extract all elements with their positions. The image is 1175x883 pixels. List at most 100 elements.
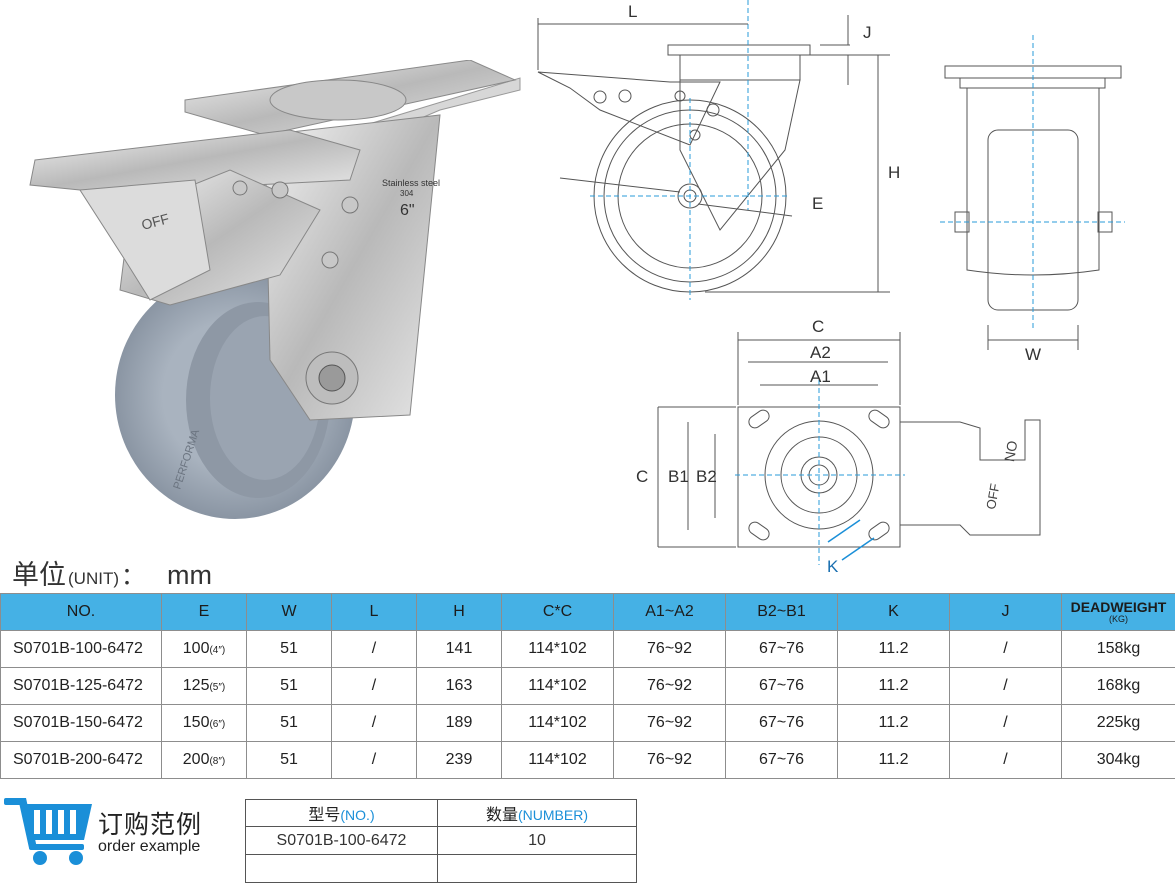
- cell-w: 51: [247, 631, 332, 668]
- table-row: S0701B-150-6472 150(6″) 51 / 189 114*102…: [1, 705, 1175, 742]
- cell-deadweight: 158kg: [1062, 631, 1175, 668]
- photo-size-text: 6": [400, 202, 415, 219]
- order-col-model-header: 型号(NO.): [246, 800, 438, 827]
- cell-no: S0701B-100-6472: [1, 631, 162, 668]
- cell-l: /: [332, 742, 417, 779]
- cell-j: /: [950, 742, 1062, 779]
- cell-k: 11.2: [838, 631, 950, 668]
- dim-label-B1: B1: [668, 467, 689, 486]
- dim-label-H: H: [888, 163, 900, 182]
- order-example-title-en: order example: [98, 838, 200, 856]
- cell-h: 141: [417, 631, 502, 668]
- cell-e: 100(4″): [162, 631, 247, 668]
- order-col-model-cn: 型号: [308, 807, 340, 824]
- order-empty-row: [246, 855, 637, 883]
- order-col-quantity-cn: 数量: [486, 807, 518, 824]
- dim-label-A2: A2: [810, 343, 831, 362]
- cell-h: 163: [417, 668, 502, 705]
- dim-label-A1: A1: [810, 367, 831, 386]
- cell-a: 76~92: [614, 705, 726, 742]
- order-example-table: 型号(NO.) 数量(NUMBER) S0701B-100-6472 10: [245, 799, 637, 883]
- dim-label-E: E: [812, 194, 823, 213]
- col-header-deadweight: DEADWEIGHT (KG): [1062, 594, 1175, 631]
- order-empty-cell: [246, 855, 438, 883]
- order-row: S0701B-100-6472 10: [246, 827, 637, 855]
- cell-e-value: 125: [183, 677, 210, 694]
- top-view-drawing: C A2 A1 C B1 B2 K ON OFF: [630, 310, 1050, 580]
- unit-label-cn: 单位: [12, 553, 66, 592]
- cell-cc: 114*102: [502, 705, 614, 742]
- cell-a: 76~92: [614, 742, 726, 779]
- deadweight-label: DEADWEIGHT: [1071, 599, 1167, 615]
- unit-colon: ：: [121, 556, 145, 591]
- dim-label-K: K: [827, 557, 839, 576]
- col-header-w: W: [247, 594, 332, 631]
- cell-j: /: [950, 668, 1062, 705]
- col-header-b: B2~B1: [726, 594, 838, 631]
- cell-deadweight: 304kg: [1062, 742, 1175, 779]
- dim-label-L: L: [628, 2, 637, 21]
- col-header-e: E: [162, 594, 247, 631]
- cell-no: S0701B-150-6472: [1, 705, 162, 742]
- lock-on-label: ON: [1001, 439, 1020, 462]
- cell-k: 11.2: [838, 705, 950, 742]
- cell-deadweight: 168kg: [1062, 668, 1175, 705]
- unit-line: 单位 (UNIT) ： mm: [12, 553, 212, 589]
- cell-l: /: [332, 668, 417, 705]
- photo-material-text: Stainless steel: [382, 178, 440, 188]
- cell-a: 76~92: [614, 631, 726, 668]
- order-col-model-en: (NO.): [340, 807, 374, 823]
- unit-value: mm: [167, 560, 212, 591]
- cell-l: /: [332, 705, 417, 742]
- cell-w: 51: [247, 742, 332, 779]
- cell-e-value: 100: [183, 640, 210, 657]
- cell-e-inch: (6″): [209, 719, 225, 730]
- col-header-j: J: [950, 594, 1062, 631]
- cell-cc: 114*102: [502, 668, 614, 705]
- cell-e-inch: (5″): [209, 682, 225, 693]
- cell-l: /: [332, 631, 417, 668]
- caster-photo: Stainless steel 304 6" OFF PERFORMA: [20, 60, 530, 530]
- dim-label-C-side: C: [636, 467, 648, 486]
- unit-label-en: (UNIT): [68, 569, 119, 589]
- cell-cc: 114*102: [502, 742, 614, 779]
- cell-no: S0701B-200-6472: [1, 742, 162, 779]
- col-header-l: L: [332, 594, 417, 631]
- order-model-cell: S0701B-100-6472: [246, 827, 438, 855]
- cell-no: S0701B-125-6472: [1, 668, 162, 705]
- shopping-cart-icon: [4, 796, 92, 866]
- col-header-k: K: [838, 594, 950, 631]
- col-header-a: A1~A2: [614, 594, 726, 631]
- cell-b: 67~76: [726, 705, 838, 742]
- dim-label-C-top: C: [812, 317, 824, 336]
- cell-j: /: [950, 705, 1062, 742]
- cell-e: 200(8″): [162, 742, 247, 779]
- cell-e: 150(6″): [162, 705, 247, 742]
- lock-off-label: OFF: [983, 482, 1002, 510]
- side-view-drawing: L J H E: [530, 0, 930, 305]
- cell-h: 189: [417, 705, 502, 742]
- order-col-quantity-header: 数量(NUMBER): [438, 800, 637, 827]
- dim-label-B2: B2: [696, 467, 717, 486]
- cell-cc: 114*102: [502, 631, 614, 668]
- deadweight-unit: (KG): [1062, 615, 1175, 624]
- col-header-no: NO.: [1, 594, 162, 631]
- order-example-title-cn: 订购范例: [98, 805, 202, 841]
- cell-e-value: 200: [183, 751, 210, 768]
- cell-k: 11.2: [838, 668, 950, 705]
- table-row: S0701B-125-6472 125(5″) 51 / 163 114*102…: [1, 668, 1175, 705]
- dim-label-J: J: [863, 23, 872, 42]
- cell-deadweight: 225kg: [1062, 705, 1175, 742]
- table-row: S0701B-200-6472 200(8″) 51 / 239 114*102…: [1, 742, 1175, 779]
- cell-k: 11.2: [838, 742, 950, 779]
- cell-b: 67~76: [726, 668, 838, 705]
- spec-table-header: NO. E W L H C*C A1~A2 B2~B1 K J DEADWEIG…: [1, 594, 1175, 631]
- order-empty-cell: [438, 855, 637, 883]
- cell-e-inch: (4″): [209, 645, 225, 656]
- cell-e: 125(5″): [162, 668, 247, 705]
- photo-grade-text: 304: [400, 189, 414, 198]
- col-header-h: H: [417, 594, 502, 631]
- spec-table: NO. E W L H C*C A1~A2 B2~B1 K J DEADWEIG…: [0, 593, 1175, 779]
- cell-a: 76~92: [614, 668, 726, 705]
- order-quantity-cell: 10: [438, 827, 637, 855]
